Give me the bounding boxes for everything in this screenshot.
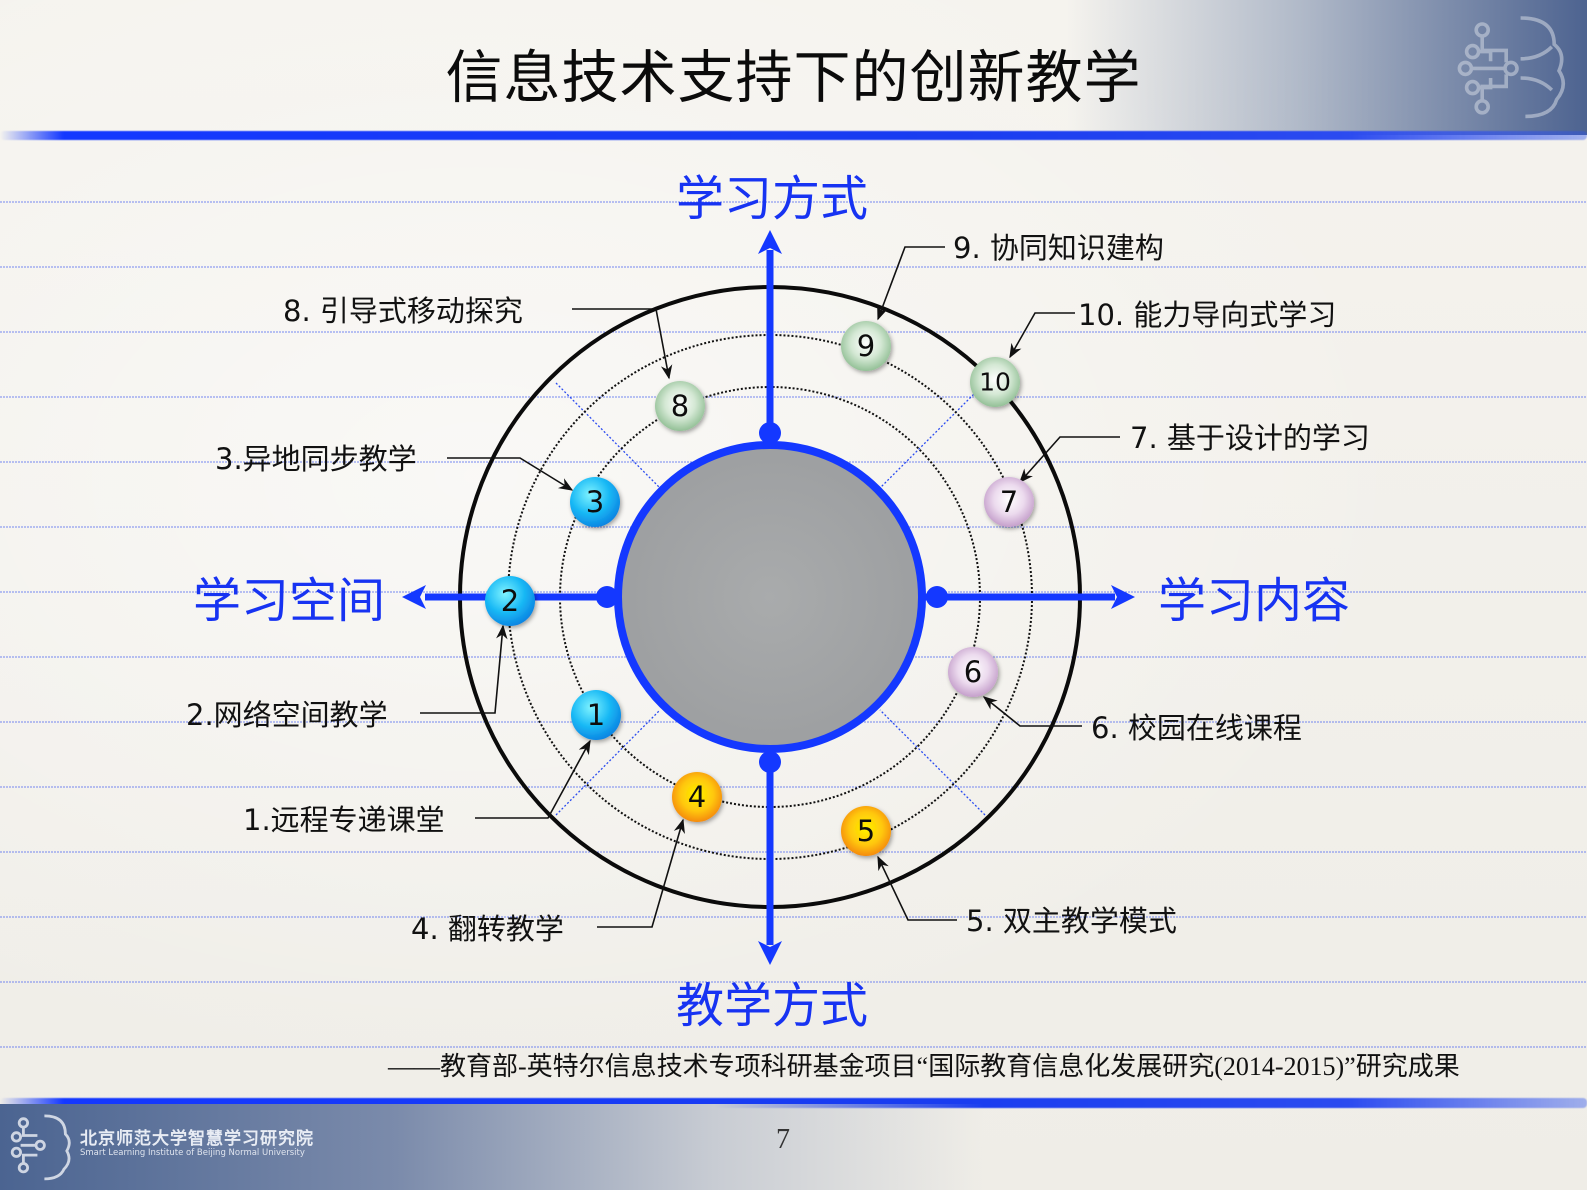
svg-text:10: 10 bbox=[979, 368, 1011, 397]
svg-text:8: 8 bbox=[671, 389, 689, 423]
ball-2: 2 bbox=[485, 576, 535, 626]
svg-text:6: 6 bbox=[964, 655, 982, 689]
ball-1: 1 bbox=[571, 690, 621, 740]
svg-text:2: 2 bbox=[501, 584, 519, 618]
svg-text:4: 4 bbox=[688, 780, 706, 814]
ball-10: 10 bbox=[970, 357, 1020, 407]
footer-institute-name: 北京师范大学智慧学习研究院 bbox=[80, 1129, 314, 1149]
footer-gradient-band bbox=[0, 1104, 1587, 1190]
svg-text:1: 1 bbox=[587, 698, 605, 732]
label-item-7: 7. 基于设计的学习 bbox=[1130, 421, 1370, 455]
label-item-3: 3.异地同步教学 bbox=[215, 442, 417, 476]
axis-label-bottom: 教学方式 bbox=[676, 978, 868, 1034]
diagonal-guides bbox=[555, 382, 986, 816]
label-item-9: 9. 协同知识建构 bbox=[953, 231, 1164, 265]
ball-8: 8 bbox=[655, 381, 705, 431]
label-item-6: 6. 校园在线课程 bbox=[1091, 711, 1302, 745]
svg-text:3: 3 bbox=[586, 485, 604, 519]
bottom-brush-divider bbox=[0, 1098, 1587, 1108]
label-item-5: 5. 双主教学模式 bbox=[966, 904, 1177, 938]
label-item-4: 4. 翻转教学 bbox=[411, 912, 564, 946]
axis-arrows bbox=[402, 230, 1135, 965]
leader-lines bbox=[420, 246, 1120, 928]
svg-text:5: 5 bbox=[857, 814, 875, 848]
slide-title: 信息技术支持下的创新教学 bbox=[445, 45, 1142, 111]
ball-5: 5 bbox=[841, 806, 891, 856]
ball-7: 7 bbox=[984, 477, 1034, 527]
footer-brain-logo-icon bbox=[10, 1114, 71, 1181]
source-credit: ——教育部-英特尔信息技术专项科研基金项目“国际教育信息化发展研究(2014-2… bbox=[388, 1052, 1460, 1081]
ball-9: 9 bbox=[841, 321, 891, 371]
center-circle bbox=[614, 441, 926, 753]
footer-institute-english: Smart Learning Institute of Beijing Norm… bbox=[80, 1148, 305, 1158]
ball-3: 3 bbox=[570, 477, 620, 527]
page-number: 7 bbox=[776, 1124, 790, 1155]
svg-text:7: 7 bbox=[1000, 485, 1018, 519]
label-item-2: 2.网络空间教学 bbox=[186, 698, 388, 732]
brain-logo-icon bbox=[1457, 16, 1565, 119]
svg-text:9: 9 bbox=[857, 329, 875, 363]
axis-label-top: 学习方式 bbox=[676, 171, 868, 227]
label-item-8: 8. 引导式移动探究 bbox=[283, 294, 523, 328]
ball-6: 6 bbox=[948, 647, 998, 697]
ball-4: 4 bbox=[672, 772, 722, 822]
axis-label-right: 学习内容 bbox=[1158, 573, 1350, 629]
label-item-1: 1.远程专递课堂 bbox=[243, 803, 445, 837]
label-item-10: 10. 能力导向式学习 bbox=[1078, 298, 1336, 332]
axis-label-left: 学习空间 bbox=[193, 573, 385, 629]
top-brush-divider bbox=[0, 131, 1587, 140]
